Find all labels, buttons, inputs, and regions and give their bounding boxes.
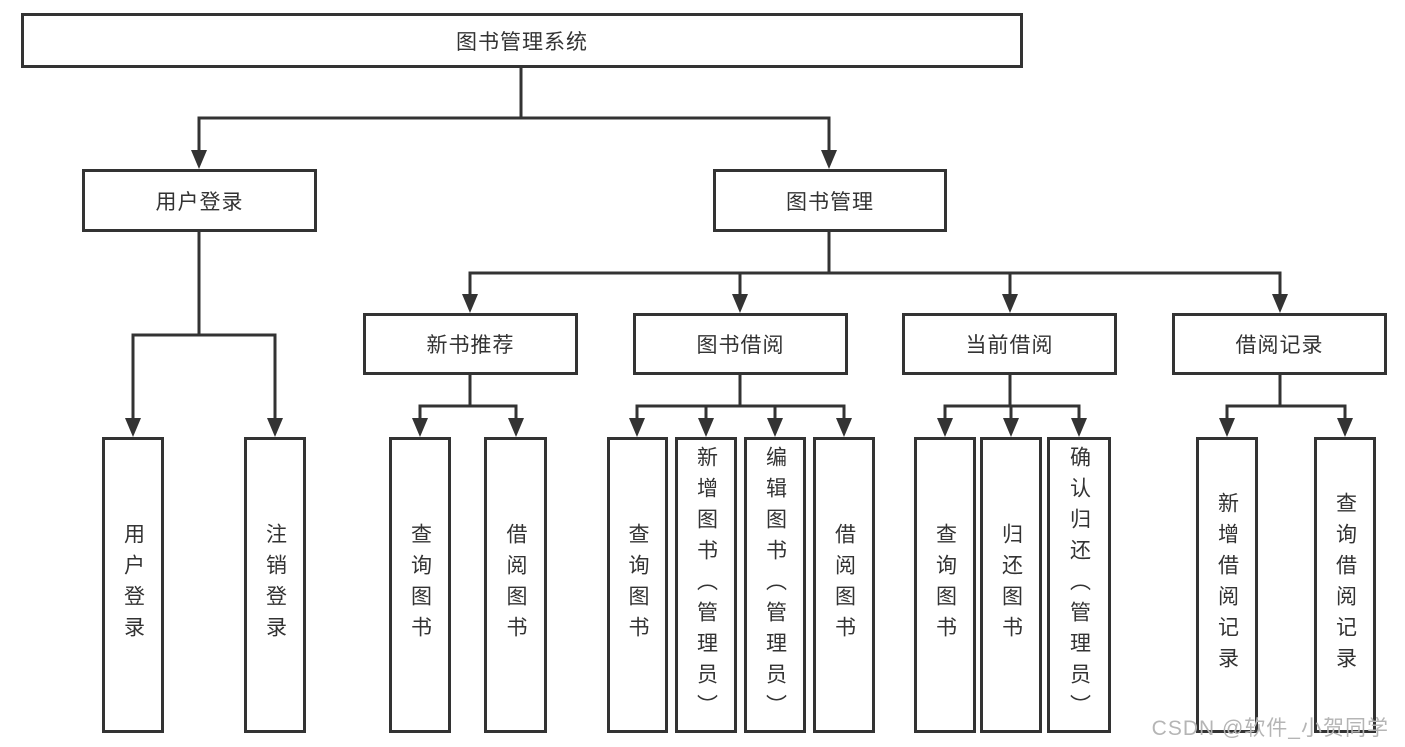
csdn-watermark: CSDN @软件_小贺同学 xyxy=(1151,717,1389,740)
leaf-query-books-borrow: 查询图书 xyxy=(607,437,668,733)
node-book-borrow: 图书借阅 xyxy=(633,313,848,375)
node-current-borrow: 当前借阅 xyxy=(902,313,1117,375)
leaf-logout: 注销登录 xyxy=(244,437,306,733)
leaf-query-borrow-record: 查询借阅记录 xyxy=(1314,437,1376,733)
leaf-add-borrow-record: 新增借阅记录 xyxy=(1196,437,1258,733)
node-book-management: 图书管理 xyxy=(713,169,947,232)
leaf-edit-books-admin: 编辑图书（管理员） xyxy=(744,437,806,733)
node-root: 图书管理系统 xyxy=(21,13,1023,68)
leaf-user-login: 用户登录 xyxy=(102,437,164,733)
leaf-borrow-books: 借阅图书 xyxy=(813,437,875,733)
leaf-confirm-return-admin: 确认归还（管理员） xyxy=(1047,437,1111,733)
leaf-add-books-admin: 新增图书（管理员） xyxy=(675,437,737,733)
node-borrow-records: 借阅记录 xyxy=(1172,313,1387,375)
leaf-query-books-recommend: 查询图书 xyxy=(389,437,451,733)
node-new-book-recommend: 新书推荐 xyxy=(363,313,578,375)
leaf-borrow-books-recommend: 借阅图书 xyxy=(484,437,547,733)
leaf-query-books-current: 查询图书 xyxy=(914,437,976,733)
leaf-return-books: 归还图书 xyxy=(980,437,1042,733)
node-user-login: 用户登录 xyxy=(82,169,317,232)
